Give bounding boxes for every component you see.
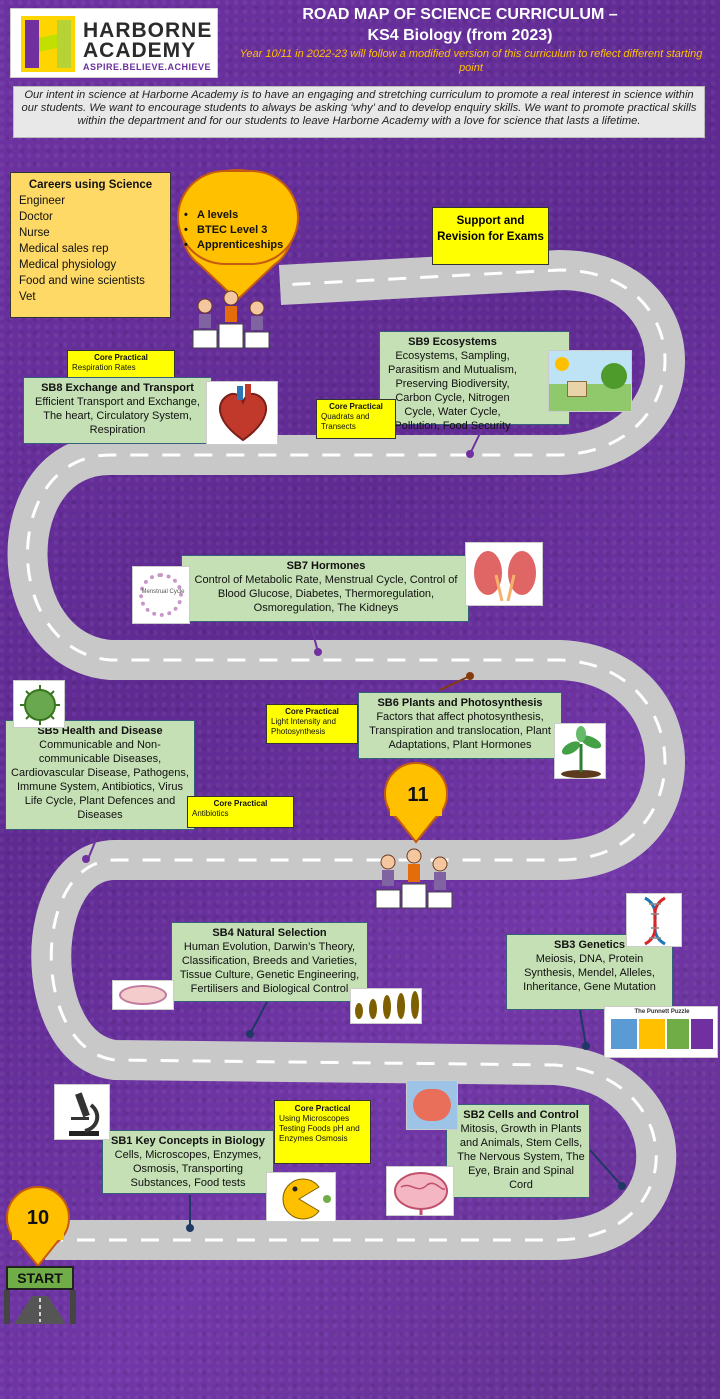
brain-icon bbox=[394, 1172, 448, 1215]
intent-statement: Our intent in science at Harborne Academ… bbox=[13, 86, 705, 138]
logo-name-line2: ACADEMY bbox=[83, 39, 197, 62]
heart-icon bbox=[219, 384, 267, 442]
unit-sb5-card: SB5 Health and Disease Communicable and … bbox=[5, 720, 195, 830]
unit-title: SB9 Ecosystems bbox=[408, 336, 497, 348]
logo-tagline: ASPIRE.BELIEVE.ACHIEVE bbox=[83, 62, 212, 72]
unit-sb6-card: SB6 Plants and Photosynthesis Factors th… bbox=[358, 692, 562, 759]
core-practical-respiration: Core Practical Respiration Rates bbox=[67, 350, 175, 379]
cycle-label: Menstrual Cycle bbox=[141, 589, 185, 595]
unit-sb8-card: SB8 Exchange and Transport Efficient Tra… bbox=[23, 377, 212, 444]
virus-image bbox=[13, 680, 65, 728]
enzyme-pacman-icon bbox=[282, 1178, 331, 1220]
careers-box: Careers using Science Engineer Doctor Nu… bbox=[10, 172, 171, 318]
dna-helix-icon bbox=[644, 896, 666, 946]
career-item: Food and wine scientists bbox=[19, 275, 145, 287]
cell-icon bbox=[413, 1089, 451, 1121]
core-practical-light: Core Practical Light Intensity and Photo… bbox=[266, 704, 358, 744]
brain-image bbox=[386, 1166, 454, 1216]
next-step-item: • Apprenticeships bbox=[184, 239, 284, 251]
evolution-figures-icon bbox=[355, 991, 419, 1019]
year-11-label: 11 bbox=[407, 784, 429, 806]
career-item: Medical physiology bbox=[19, 259, 117, 271]
unit-topics: Control of Metabolic Rate, Menstrual Cyc… bbox=[194, 574, 458, 614]
career-item: Doctor bbox=[19, 211, 53, 223]
unit-title: SB7 Hormones bbox=[286, 560, 366, 572]
microscope-image bbox=[54, 1084, 110, 1140]
kidneys-image bbox=[465, 542, 543, 606]
year-10-label: 10 bbox=[26, 1207, 50, 1229]
core-practical-microscopes: Core Practical Using Microscopes Testing… bbox=[274, 1100, 371, 1164]
ecosystem-image bbox=[548, 350, 632, 412]
petri-dish-image bbox=[112, 980, 174, 1010]
academy-logo: HARBORNE ACADEMY ASPIRE.BELIEVE.ACHIEVE bbox=[10, 8, 218, 78]
unit-topics: Communicable and Non-communicable Diseas… bbox=[11, 739, 189, 821]
curriculum-note: Year 10/11 in 2022-23 will follow a modi… bbox=[239, 48, 703, 74]
unit-title: SB1 Key Concepts in Biology bbox=[110, 1135, 266, 1147]
unit-topics: Ecosystems, Sampling, Parasitism and Mut… bbox=[388, 350, 517, 432]
unit-topics: Mitosis, Growth in Plants and Animals, S… bbox=[457, 1123, 585, 1191]
dna-image bbox=[626, 893, 682, 947]
heart-image bbox=[206, 381, 278, 445]
unit-topics: Efficient Transport and Exchange, The he… bbox=[35, 396, 200, 436]
core-practical-antibiotics: Core Practical Antibiotics bbox=[187, 796, 294, 828]
tree-icon bbox=[601, 363, 627, 389]
support-revision-box: Support and Revision for Exams bbox=[432, 207, 549, 265]
next-step-item: • A levels bbox=[184, 209, 239, 221]
unit-sb7-card: SB7 Hormones Control of Metabolic Rate, … bbox=[181, 555, 469, 622]
next-steps-list: • A levels • BTEC Level 3 • Apprenticesh… bbox=[184, 208, 296, 253]
logo-name-line1: HARBORNE bbox=[83, 19, 213, 42]
next-steps-bubble bbox=[177, 170, 299, 265]
unit-topics: Factors that affect photosynthesis, Tran… bbox=[369, 711, 551, 751]
start-sign: START bbox=[6, 1266, 74, 1290]
house-icon bbox=[567, 381, 587, 397]
gene-block-icon bbox=[611, 1019, 637, 1049]
careers-title: Careers using Science bbox=[28, 179, 153, 191]
unit-sb9-card: SB9 Ecosystems Ecosystems, Sampling, Par… bbox=[379, 331, 570, 432]
petri-dish-icon bbox=[119, 985, 167, 1005]
human-evolution-image bbox=[350, 988, 422, 1024]
page-title-line2: KS4 Biology (from 2023) bbox=[367, 27, 553, 44]
unit-sb1-card: SB1 Key Concepts in Biology Cells, Micro… bbox=[102, 1130, 274, 1194]
next-step-item: • BTEC Level 3 bbox=[184, 224, 268, 236]
cell-image bbox=[406, 1080, 458, 1130]
punnett-puzzle-image: The Punnett Puzzle bbox=[604, 1006, 718, 1058]
seedling-icon bbox=[561, 726, 602, 778]
gene-block-icon bbox=[639, 1019, 665, 1049]
gene-block-icon bbox=[667, 1019, 689, 1049]
unit-title: SB5 Health and Disease bbox=[37, 725, 163, 737]
career-item: Vet bbox=[19, 291, 36, 303]
unit-sb4-card: SB4 Natural Selection Human Evolution, D… bbox=[171, 922, 368, 1002]
unit-title: SB4 Natural Selection bbox=[212, 927, 327, 939]
career-item: Medical sales rep bbox=[19, 243, 109, 255]
career-item: Nurse bbox=[19, 227, 50, 239]
kidney-icon bbox=[474, 551, 536, 602]
virus-icon bbox=[20, 685, 60, 725]
enzyme-image bbox=[266, 1172, 336, 1222]
page-title-line1: ROAD MAP OF SCIENCE CURRICULUM – bbox=[302, 6, 618, 23]
unit-sb2-card: SB2 Cells and Control Mitosis, Growth in… bbox=[446, 1104, 590, 1198]
gene-block-icon bbox=[691, 1019, 713, 1049]
microscope-icon bbox=[69, 1092, 100, 1136]
unit-title: SB6 Plants and Photosynthesis bbox=[377, 697, 543, 709]
unit-topics: Cells, Microscopes, Enzymes, Osmosis, Tr… bbox=[114, 1149, 262, 1189]
unit-title: SB3 Genetics bbox=[554, 939, 625, 951]
cycle-ring-icon bbox=[139, 573, 183, 617]
unit-topics: Meiosis, DNA, Protein Synthesis, Mendel,… bbox=[523, 953, 656, 993]
unit-topics: Human Evolution, Darwin’s Theory, Classi… bbox=[179, 941, 360, 995]
unit-title: SB2 Cells and Control bbox=[463, 1109, 579, 1121]
logo-h-icon bbox=[21, 16, 75, 72]
sun-icon bbox=[555, 357, 569, 371]
plant-image bbox=[554, 723, 606, 779]
menstrual-cycle-image: Menstrual Cycle bbox=[132, 566, 190, 624]
punnett-title: The Punnett Puzzle bbox=[634, 1009, 690, 1015]
core-practical-quadrats: Core Practical Quadrats and Transects bbox=[316, 399, 396, 439]
career-item: Engineer bbox=[19, 195, 66, 207]
unit-title: SB8 Exchange and Transport bbox=[41, 382, 194, 394]
